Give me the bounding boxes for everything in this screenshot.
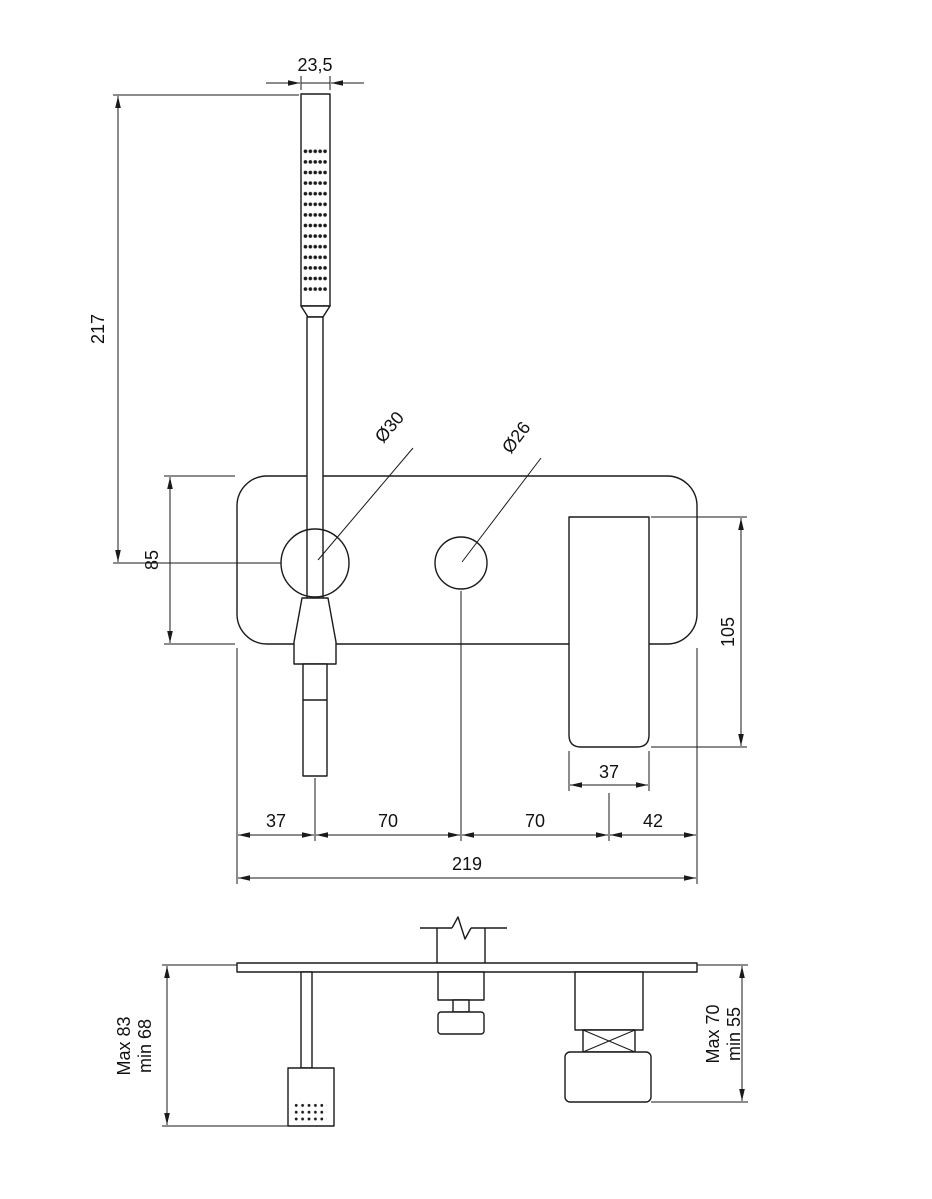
dim-label-total-width: 219: [452, 854, 482, 874]
dim-label-hand-shower-height: 217: [88, 314, 108, 344]
dim-label-right-depth-min: min 55: [724, 1007, 744, 1061]
neck-cross-line: [582, 1029, 636, 1053]
hand-shower-side: [287, 971, 335, 1127]
dim-hand-shower-width: 23,5: [266, 55, 364, 90]
diverter-stem-side: [452, 999, 470, 1013]
spout-body-side: [574, 971, 644, 1031]
spout-side: [564, 971, 652, 1103]
dim-label-left-depth-max: Max 83: [114, 1016, 134, 1075]
holder-bracket: [293, 597, 337, 665]
holder-stem-side: [300, 971, 313, 1069]
dim-label-chain-4: 42: [643, 811, 663, 831]
dimensions-front: 23,5 217 85 Ø30 Ø26: [88, 55, 747, 884]
dim-chain: 37 70 70 42: [236, 591, 698, 884]
head-taper: [300, 305, 331, 318]
dim-label-chain-2: 70: [378, 811, 398, 831]
spout-body: [568, 516, 650, 748]
wall-plate-edge: [236, 962, 698, 973]
leader-line: [317, 447, 414, 561]
dim-total-width: 219: [238, 854, 696, 881]
wall-section: [420, 916, 507, 963]
dim-label-right-depth-max: Max 70: [703, 1004, 723, 1063]
dim-label-spout-width: 37: [599, 762, 619, 782]
dim-label-hand-shower-width: 23,5: [297, 55, 332, 75]
dim-label-chain-3: 70: [525, 811, 545, 831]
diverter-knob-front: [434, 536, 488, 590]
hose-connector: [302, 663, 328, 777]
dim-label-holder-diameter: Ø30: [371, 408, 408, 447]
dim-spout-height: 105: [651, 516, 747, 748]
diverter-side: [437, 971, 485, 1035]
dim-label-spout-height: 105: [718, 617, 738, 647]
dim-spout-width: 37: [568, 751, 650, 791]
dim-hand-shower-height: 217: [88, 94, 299, 564]
spout-front: [568, 516, 650, 748]
leader-line: [461, 457, 542, 563]
dimensions-side: Max 83 min 68 Max 70 min 55: [114, 964, 748, 1127]
dim-label-plate-height: 85: [142, 550, 162, 570]
dim-label-chain-1: 37: [266, 811, 286, 831]
diverter-body-side: [437, 971, 485, 1001]
wall-plate-side: [236, 962, 698, 973]
spray-face-dots-side: [293, 1102, 327, 1122]
dim-plate-height: 85: [142, 475, 235, 645]
diverter-knob-side: [437, 1011, 485, 1035]
spray-face-dots: [303, 146, 328, 296]
diverter-circle: [434, 536, 488, 590]
hand-shower-front: [280, 93, 350, 777]
front-view: 23,5 217 85 Ø30 Ø26: [88, 55, 747, 884]
spout-end-side: [564, 1051, 652, 1103]
dim-label-diverter-diameter: Ø26: [498, 418, 534, 457]
dim-left-depth: Max 83 min 68: [114, 964, 288, 1127]
dim-label-left-depth-min: min 68: [135, 1019, 155, 1073]
break-symbol: [451, 916, 472, 940]
dim-right-depth: Max 70 min 55: [651, 964, 748, 1103]
side-view: Max 83 min 68 Max 70 min 55: [114, 916, 748, 1127]
